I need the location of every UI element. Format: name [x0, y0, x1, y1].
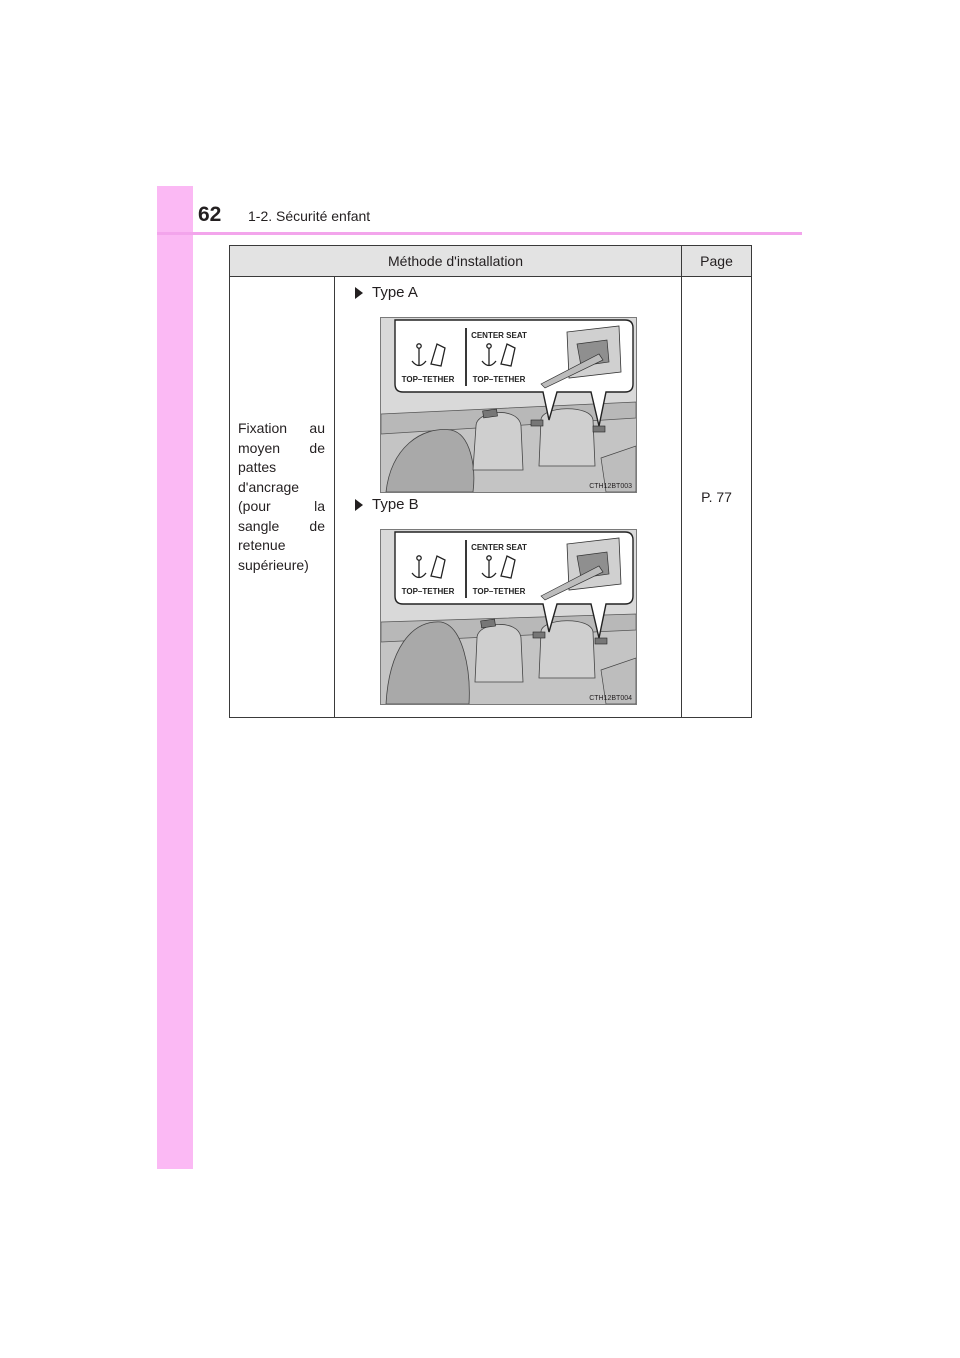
tether-label: TOP–TETHER — [402, 587, 455, 596]
triangle-bullet-icon — [355, 498, 363, 511]
type-b-illustration: TOP–TETHER TOP–TETHER CENTER SEAT CTH12B… — [380, 529, 637, 705]
method-line: (pour la — [238, 498, 325, 514]
type-a-illustration: TOP–TETHER TOP–TETHER CENTER SEAT CTH12B… — [380, 317, 637, 493]
types-cell: Type A — [333, 276, 683, 718]
tether-label: TOP–TETHER — [402, 375, 455, 384]
col-page-header: Page — [681, 245, 753, 277]
method-line: retenue — [238, 537, 286, 553]
triangle-bullet-icon — [355, 286, 363, 299]
header-rule — [157, 232, 802, 235]
side-tab — [157, 186, 193, 1169]
tether-label: TOP–TETHER — [473, 375, 526, 384]
section-title: 1-2. Sécurité enfant — [248, 208, 371, 224]
method-line: d'ancrage — [238, 478, 300, 495]
installation-table: Méthode d'installation Page Fixation au … — [228, 245, 753, 718]
type-b-label: Type B — [355, 496, 419, 513]
method-line: sangle de — [238, 517, 325, 534]
tether-label: TOP–TETHER — [473, 587, 526, 596]
method-line: supérieure) — [238, 556, 309, 573]
table-row: Fixation au moyen de pattes d'ancrage (p… — [229, 276, 753, 718]
method-description: Fixation au moyen de pattes d'ancrage (p… — [229, 276, 335, 718]
illustration-code: CTH12BT003 — [589, 483, 632, 490]
table-header-row: Méthode d'installation Page — [228, 245, 753, 277]
method-line: moyen de — [238, 439, 325, 456]
page-number: 62 — [198, 203, 222, 226]
illustration-code: CTH12BT004 — [589, 695, 632, 702]
method-line: pattes — [238, 459, 277, 475]
center-seat-label: CENTER SEAT — [471, 543, 527, 552]
col-method-header: Méthode d'installation — [228, 245, 683, 277]
type-a-label: Type A — [355, 284, 418, 301]
page-reference: P. 77 — [681, 276, 753, 718]
method-line: Fixation au — [238, 420, 325, 436]
center-seat-label: CENTER SEAT — [471, 331, 527, 340]
